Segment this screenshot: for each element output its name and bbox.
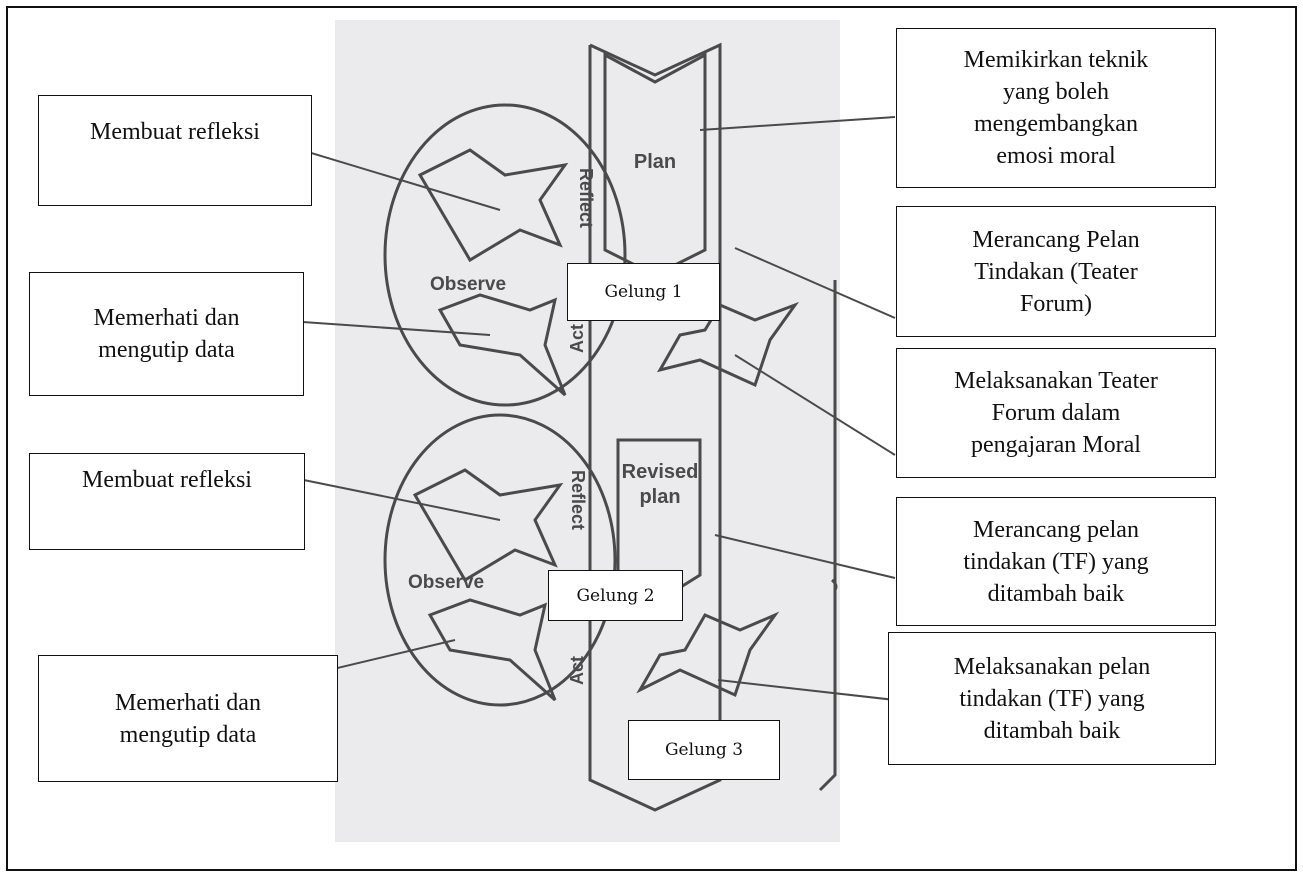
reflect-arrow-1 — [417, 148, 569, 263]
spiral-band-lower — [588, 455, 722, 812]
scanned-figure — [335, 20, 840, 842]
box-refleksi-1: Membuat refleksi — [38, 95, 312, 206]
act-arrow-2 — [636, 611, 780, 698]
reflect-label-1: Reflect — [576, 168, 596, 228]
leader-rancang-2 — [714, 534, 896, 579]
revised-label-line1: Revised — [622, 461, 699, 483]
observe-arrow-1 — [437, 293, 567, 397]
observe-arrow-2 — [427, 598, 557, 702]
spiral-band — [588, 42, 722, 455]
reflect-arrow-2 — [412, 468, 564, 583]
leader-plan — [699, 116, 896, 131]
box-refleksi-2: Membuat refleksi — [29, 453, 305, 550]
gelung-1-label: Gelung 1 — [567, 263, 720, 321]
plan-label: Plan — [634, 151, 676, 173]
observe-label-2: Observe — [408, 572, 484, 593]
cycle-2-ellipse — [383, 413, 617, 707]
gelung-2-label: Gelung 2 — [548, 570, 683, 621]
revised-label-line2: plan — [639, 486, 680, 508]
outer-frame — [6, 6, 1297, 871]
leader-rancang-1 — [734, 247, 896, 319]
box-refleksi-1-text: Membuat refleksi — [90, 119, 260, 145]
act-label-1: Act — [567, 324, 587, 353]
reflect-label-2: Reflect — [568, 470, 588, 530]
box-refleksi-2-text: Membuat refleksi — [82, 467, 252, 493]
leader-laksana-1 — [734, 354, 896, 456]
gelung-3-label: Gelung 3 — [628, 720, 780, 780]
act-label-2: Act — [567, 656, 587, 685]
plan-shape — [603, 52, 707, 277]
observe-label-1: Observe — [430, 274, 506, 295]
act-arrow-1 — [656, 301, 800, 388]
cycle-1-ellipse — [383, 103, 627, 407]
leader-laksana-2 — [717, 679, 896, 701]
